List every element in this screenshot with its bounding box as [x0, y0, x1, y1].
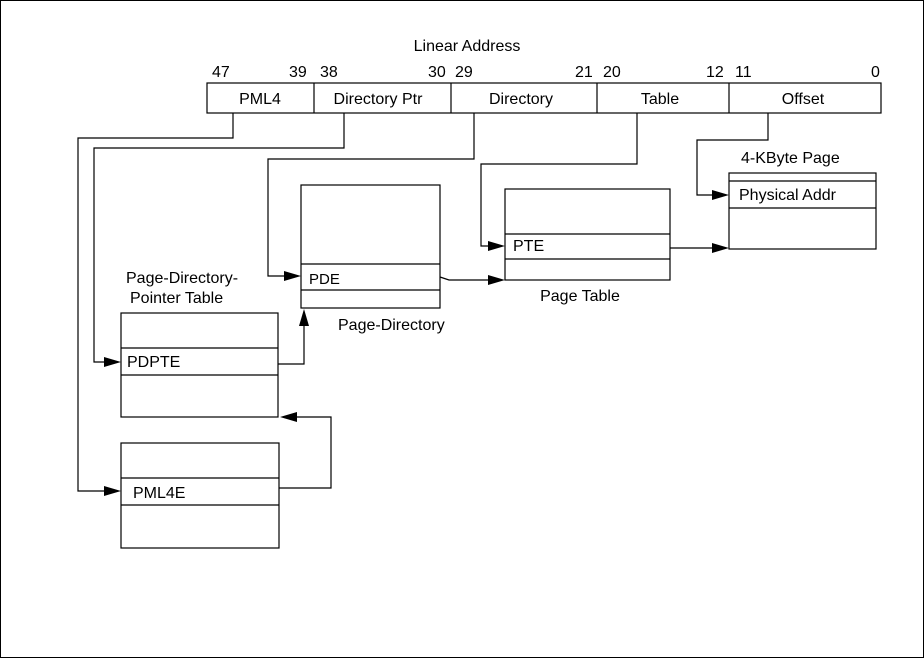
offset-field-arrow [696, 113, 769, 196]
page-directory-pointer-table: Page-Directory- Pointer Table PDPTE [120, 270, 279, 418]
bit-47: 47 [212, 64, 230, 81]
connectors [77, 113, 769, 496]
arrowhead [104, 357, 121, 367]
bit-0: 0 [871, 64, 880, 81]
dirptr-field-arrow [93, 113, 345, 363]
page-table-caption: Page Table [540, 288, 620, 305]
page-box [728, 172, 877, 250]
page-caption: 4-KByte Page [741, 150, 840, 167]
pdpt-caption-line2: Pointer Table [130, 290, 223, 307]
page-table: PTE Page Table [504, 188, 671, 305]
page-4kb: 4-KByte Page Physical Addr [728, 150, 877, 250]
directory-field-arrow [267, 113, 475, 277]
linear-address-title: Linear Address [414, 38, 521, 55]
arrowhead [280, 412, 297, 422]
page-directory-box [300, 184, 441, 309]
linear-address-outline [206, 82, 882, 114]
bit-21: 21 [575, 64, 593, 81]
bit-11: 11 [735, 64, 752, 81]
pml4e-entry: PML4E [133, 485, 185, 502]
pml4-field-arrow [77, 113, 234, 492]
arrowhead [712, 190, 729, 200]
arrowhead [284, 271, 301, 281]
bit-20: 20 [603, 64, 621, 81]
pml4-table: PML4E [120, 442, 280, 549]
page-directory: PDE Page-Directory [300, 184, 445, 334]
pdpte-entry: PDPTE [127, 354, 180, 371]
field-directory: Directory [489, 91, 553, 108]
arrowhead [299, 309, 309, 326]
physical-addr-entry: Physical Addr [739, 187, 837, 204]
arrowhead [104, 486, 121, 496]
field-offset: Offset [782, 91, 825, 108]
bit-29: 29 [455, 64, 473, 81]
pdpt-box [120, 312, 279, 418]
bit-30: 30 [428, 64, 446, 81]
pte-entry: PTE [513, 238, 544, 255]
page-directory-caption: Page-Directory [338, 317, 445, 334]
pml4-box [120, 442, 280, 549]
pde-entry: PDE [309, 271, 340, 288]
bit-12: 12 [706, 64, 724, 81]
arrowhead [488, 275, 505, 285]
pdpte-to-directory-arrow [278, 325, 305, 365]
arrowhead [712, 243, 729, 253]
field-pml4: PML4 [239, 91, 281, 108]
bit-39: 39 [289, 64, 307, 81]
pml4e-to-pdpt-arrow [279, 416, 332, 489]
pde-to-page-table-arrow [439, 276, 489, 281]
bit-38: 38 [320, 64, 338, 81]
arrowhead [488, 241, 505, 251]
field-directory-ptr: Directory Ptr [334, 91, 424, 108]
linear-address-bar: PML4 Directory Ptr Directory Table Offse… [206, 82, 882, 114]
field-table: Table [641, 91, 679, 108]
pdpt-caption-line1: Page-Directory- [126, 270, 238, 287]
table-field-arrow [480, 113, 638, 247]
